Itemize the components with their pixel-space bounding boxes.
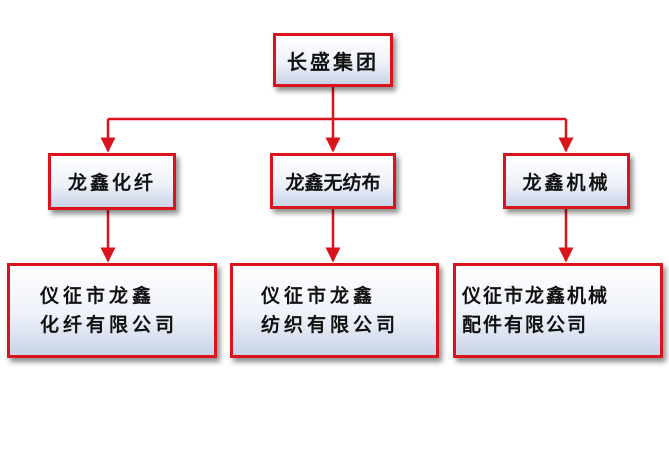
branch-label: 龙鑫机械 <box>522 171 611 194</box>
root-label: 长盛集团 <box>287 49 379 74</box>
branch-label: 龙鑫无纺布 <box>285 171 381 194</box>
branch-node-3: 龙鑫机械 <box>503 153 630 209</box>
branch-label: 龙鑫化纤 <box>67 172 156 194</box>
company-node-1: 仪征市龙鑫 化纤有限公司 <box>7 263 217 358</box>
company-label: 仪征市龙鑫机械 配件有限公司 <box>462 284 610 336</box>
company-label: 仪征市龙鑫 纺织有限公司 <box>261 284 400 336</box>
branch-node-2: 龙鑫无纺布 <box>270 153 396 209</box>
company-node-2: 仪征市龙鑫 纺织有限公司 <box>230 263 439 358</box>
company-label: 仪征市龙鑫 化纤有限公司 <box>40 284 179 336</box>
branch-node-1: 龙鑫化纤 <box>48 153 176 210</box>
root-node: 长盛集团 <box>273 33 393 87</box>
company-node-3: 仪征市龙鑫机械 配件有限公司 <box>453 263 663 358</box>
